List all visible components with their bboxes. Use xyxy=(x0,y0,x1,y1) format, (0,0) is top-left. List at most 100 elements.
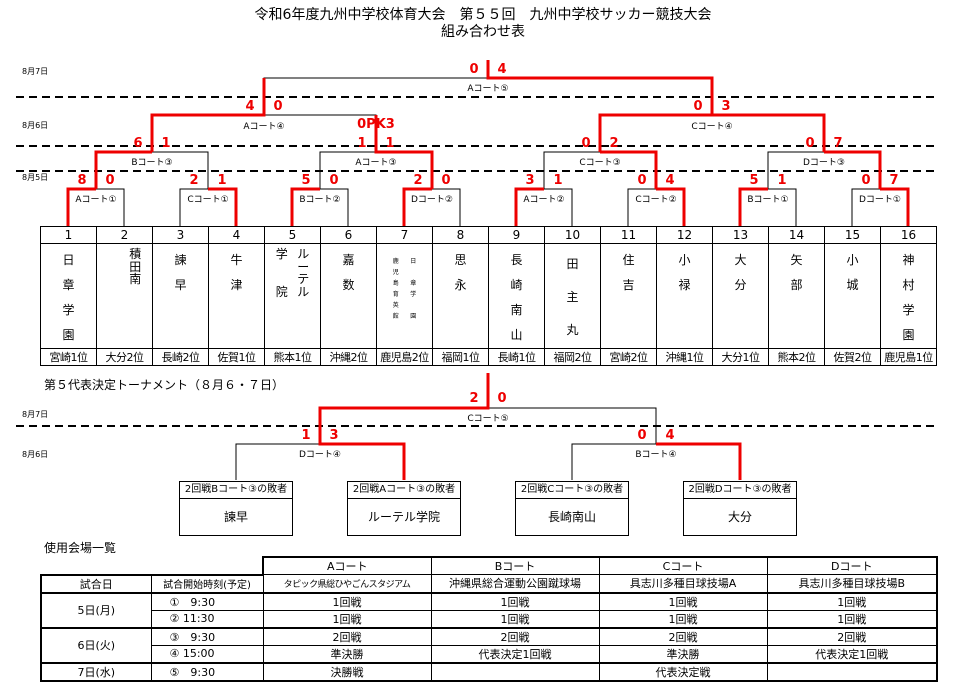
match-cell: 準決勝 xyxy=(598,644,768,663)
score: 1 xyxy=(357,136,367,151)
score: 0 xyxy=(273,99,283,114)
team-name-char: 章 xyxy=(62,278,75,292)
team-rank: 鹿児島1位 xyxy=(880,348,937,366)
rep-box-team: 諫早 xyxy=(179,499,293,536)
court-label: Aコート① xyxy=(75,195,117,205)
date-label: 8月7日 xyxy=(22,67,49,76)
rep-box-label: 2回戦Cコート③の敗者 xyxy=(515,481,629,499)
match-cell: 2回戦 xyxy=(766,626,938,646)
team-name-char: 南 xyxy=(510,303,523,317)
team-rank: 福岡2位 xyxy=(544,348,601,366)
match-cell: 代表決定1回戦 xyxy=(430,644,600,663)
team-rank: 福岡1位 xyxy=(432,348,489,366)
team-name-char: 日 xyxy=(62,253,75,267)
score: 1 xyxy=(777,173,787,188)
team-name-char xyxy=(103,261,125,274)
match-cell: 1回戦 xyxy=(598,591,768,611)
team-name: 鹿日児島章育学英館園 xyxy=(376,243,433,349)
time-cell: ① 9:30 xyxy=(150,591,264,611)
score: 1 xyxy=(217,173,227,188)
match-cell xyxy=(430,661,600,681)
team-name-char: 園 xyxy=(902,328,915,342)
rep-box-team: 大分 xyxy=(683,499,797,536)
team-name-char: 島 xyxy=(392,280,399,287)
team-name-char: 育 xyxy=(392,291,399,298)
team-name: 小禄 xyxy=(656,243,713,349)
match-cell: 1回戦 xyxy=(430,609,600,628)
time-cell: ③ 9:30 xyxy=(150,626,264,646)
date-label: 8月5日 xyxy=(22,173,49,182)
team-rank: 鹿児島2位 xyxy=(376,348,433,366)
pk-score: 0PK3 xyxy=(357,117,395,132)
team-name-char: 学 xyxy=(410,291,417,298)
score: 0 xyxy=(497,391,507,406)
score: 0 xyxy=(805,136,815,151)
team-name-char: テ xyxy=(297,272,310,286)
team-name-char: 早 xyxy=(174,278,187,292)
team-name-char: 諫 xyxy=(174,253,187,267)
team-name-char: 学 xyxy=(902,303,915,317)
team-number: 14 xyxy=(768,226,825,244)
score: 1 xyxy=(161,136,171,151)
team-name-char: 学 xyxy=(62,303,75,317)
court-header: Cコート xyxy=(598,556,768,575)
score: 4 xyxy=(665,428,675,443)
team-number: 1 xyxy=(40,226,97,244)
team-name: 長崎南山 xyxy=(488,243,545,349)
team-name: 矢部 xyxy=(768,243,825,349)
venue-name: 具志川多種目球技場B xyxy=(766,574,938,593)
team-name-char: 院 xyxy=(275,284,288,299)
team-name-char: 学 xyxy=(275,247,288,261)
team-number: 9 xyxy=(488,226,545,244)
score: 7 xyxy=(889,173,899,188)
match-cell: 1回戦 xyxy=(598,609,768,628)
score: 0 xyxy=(469,62,479,77)
team-name-char xyxy=(103,273,125,286)
court-label: Aコート⑤ xyxy=(467,84,509,94)
court-label: Bコート① xyxy=(747,195,789,205)
time-cell: ⑤ 9:30 xyxy=(150,661,264,681)
rep-box: 2回戦Cコート③の敗者 長崎南山 xyxy=(515,481,629,536)
score: 0 xyxy=(441,173,451,188)
score: 3 xyxy=(525,173,535,188)
match-cell: 2回戦 xyxy=(430,626,600,646)
team-name-char: 矢 xyxy=(790,253,803,267)
team-name-char: 主 xyxy=(566,290,579,304)
court-label: Bコート② xyxy=(299,195,341,205)
court-label: Cコート③ xyxy=(579,158,621,168)
page-subtitle: 組み合わせ表 xyxy=(441,24,525,40)
score: 0 xyxy=(637,173,647,188)
team-name-char: 鹿 xyxy=(392,258,399,265)
team-number: 13 xyxy=(712,226,769,244)
score: 0 xyxy=(861,173,871,188)
score: 1 xyxy=(301,428,311,443)
team-name-char: 城 xyxy=(846,278,859,292)
court-label: Cコート④ xyxy=(691,122,733,132)
score: 0 xyxy=(329,173,339,188)
team-name-char xyxy=(103,248,125,261)
rep-box-label: 2回戦Bコート③の敗者 xyxy=(179,481,293,499)
day-cell: 6日(火) xyxy=(40,626,152,663)
venue-name: 沖縄県総合運動公園蹴球場 xyxy=(430,574,600,593)
court-label: Dコート① xyxy=(859,195,901,205)
team-number: 10 xyxy=(544,226,601,244)
match-cell: 代表決定戦 xyxy=(598,661,768,681)
team-name: 牛津 xyxy=(208,243,265,349)
score: 0 xyxy=(637,428,647,443)
team-name-char: 田 xyxy=(566,257,579,271)
team-name-char: 長 xyxy=(510,253,523,267)
rep-box-team: 長崎南山 xyxy=(515,499,629,536)
rep-box-label: 2回戦Dコート③の敗者 xyxy=(683,481,797,499)
team-rank: 長崎2位 xyxy=(152,348,209,366)
team-rank: 熊本1位 xyxy=(264,348,321,366)
score: 4 xyxy=(245,99,255,114)
team-number: 2 xyxy=(96,226,153,244)
venue-table: Aコート Bコート Cコート Dコート 試合日 試合開始時刻(予定) タピック県… xyxy=(40,556,938,682)
match-cell xyxy=(766,661,938,681)
team-name: 日章学園 xyxy=(40,243,97,349)
court-header: Dコート xyxy=(766,556,938,575)
team-name-char: 英 xyxy=(392,302,399,309)
score: 2 xyxy=(609,136,619,151)
day-cell: 7日(水) xyxy=(40,661,152,681)
